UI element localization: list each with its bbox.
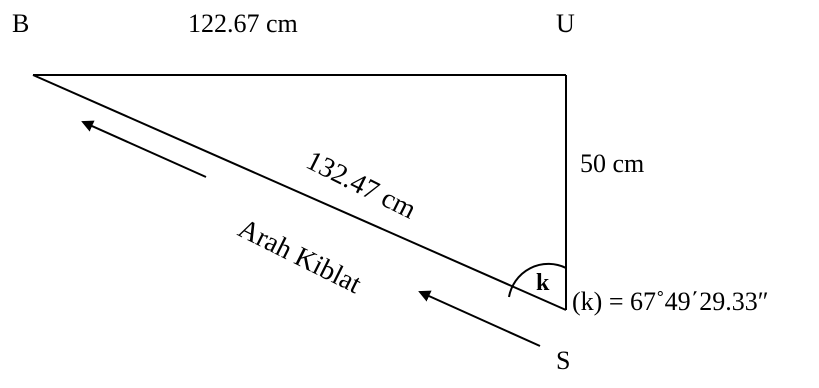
angle-k-value: (k) = 67˚49΄29.33″ [572,287,769,316]
point-label-west: B [12,9,30,38]
angle-k-symbol: k [536,270,550,296]
point-label-south: S [556,346,571,375]
right-side-length: 50 cm [580,149,645,178]
hypotenuse-line [32,74,567,311]
top-side-length: 122.67 cm [188,9,298,38]
point-label-north: U [556,9,575,38]
angle-k-arc [508,262,567,298]
qibla-arrow-upper [81,120,207,178]
qibla-arrow-lower [418,290,541,347]
